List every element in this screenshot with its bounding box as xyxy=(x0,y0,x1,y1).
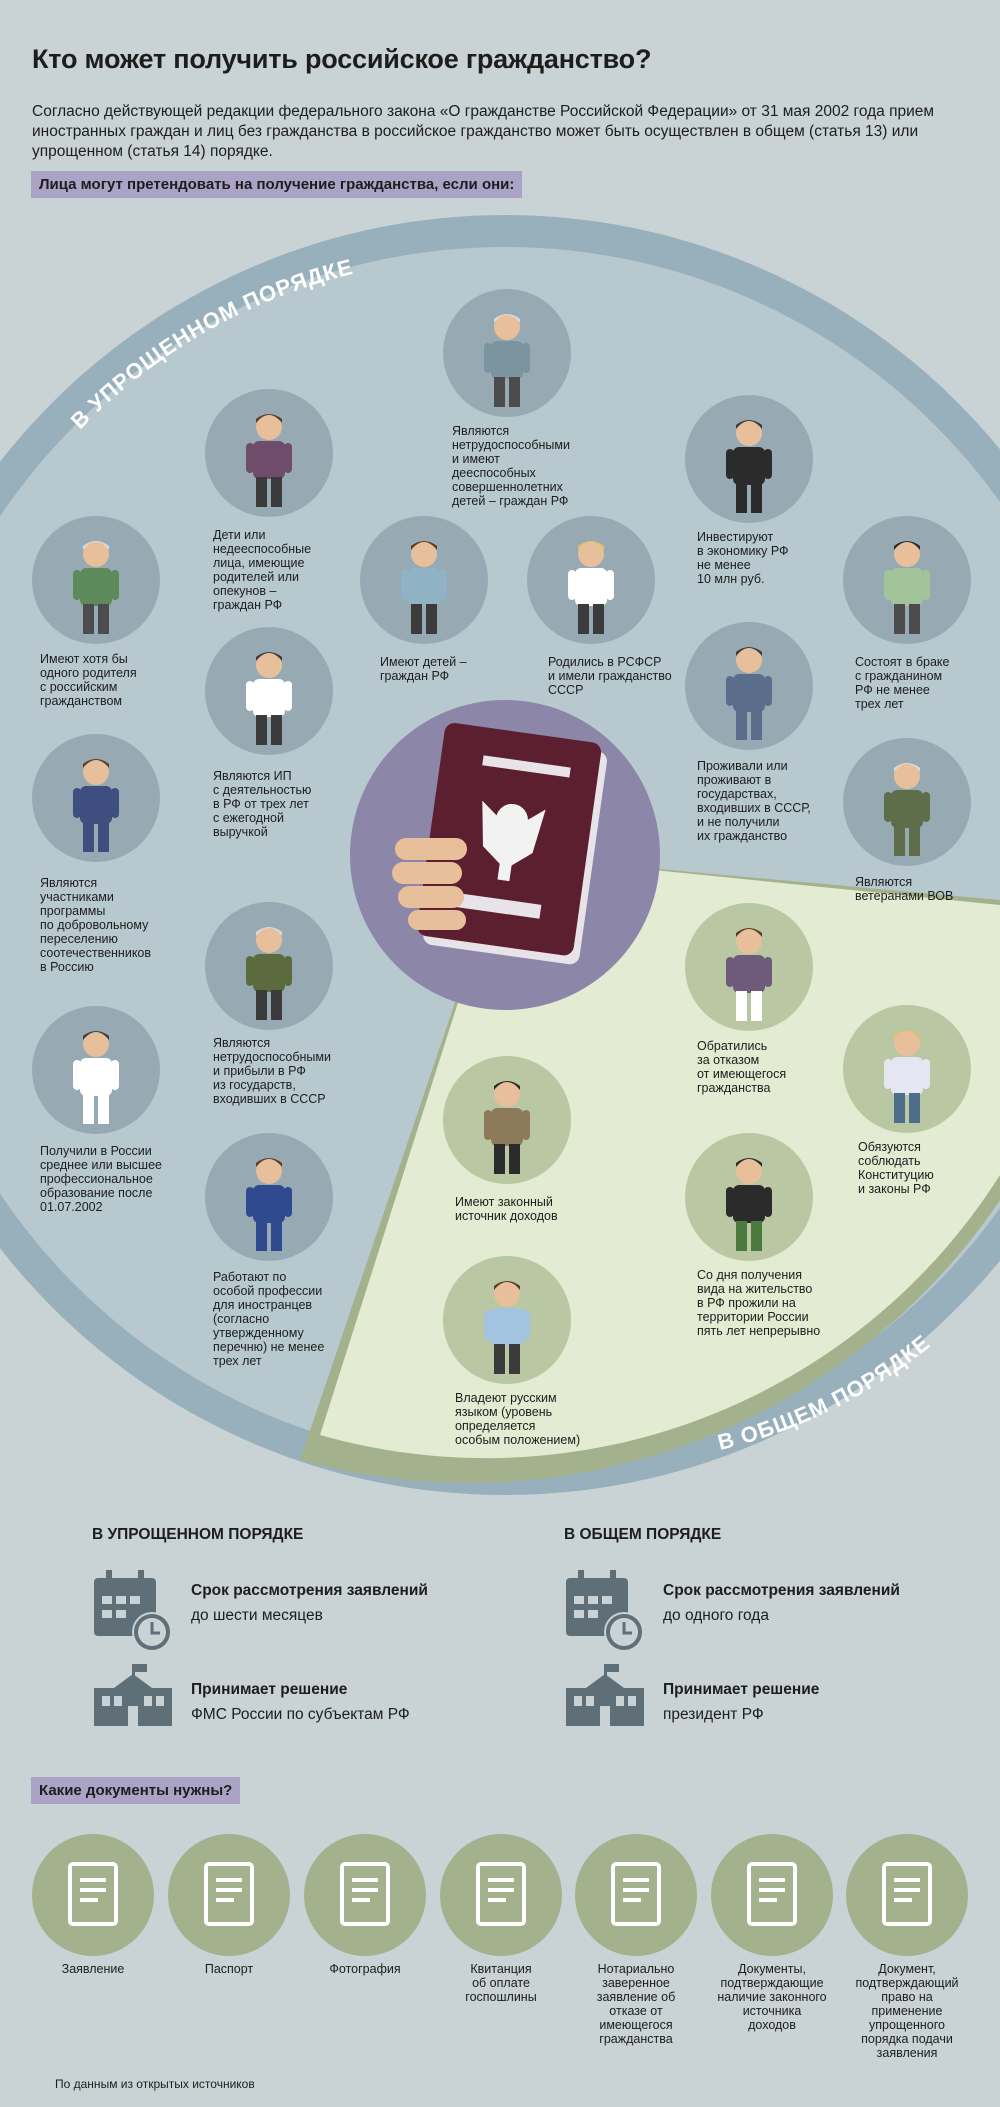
simplified-condition-caption: Дети или недееспособные лица, имеющие ро… xyxy=(213,528,312,612)
investor-icon xyxy=(685,395,813,523)
government-building-icon xyxy=(94,1664,172,1726)
pioneer-boy-icon xyxy=(527,516,655,644)
man-speaking-icon xyxy=(443,1256,571,1384)
veteran-icon xyxy=(843,738,971,866)
summary-simplified-term-value: до шести месяцев xyxy=(191,1607,323,1624)
summary-general-term-title: Срок рассмотрения заявлений xyxy=(663,1582,900,1599)
simplified-condition-caption: Состоят в браке с гражданином РФ не мене… xyxy=(855,655,950,711)
married-couple-icon xyxy=(843,516,971,644)
summary-general-heading: В ОБЩЕМ ПОРЯДКЕ xyxy=(564,1526,722,1543)
document-caption: Документ, подтверждающий право на примен… xyxy=(855,1962,959,2060)
man-with-globe-icon xyxy=(443,1056,571,1184)
woman-with-suitcase-icon xyxy=(32,734,160,862)
simplified-condition-caption: Являются нетрудоспособными и прибыли в Р… xyxy=(213,1036,331,1106)
document-caption: Квитанция об оплате госпошлины xyxy=(465,1962,537,2004)
general-condition-caption: Обратились за отказом от имеющегося граж… xyxy=(697,1039,787,1095)
simplified-condition-caption: Являются участниками программы по добров… xyxy=(40,876,152,974)
summary-simplified-decision-value: ФМС России по субъектам РФ xyxy=(191,1706,410,1723)
simplified-condition-caption: Имеют детей – граждан РФ xyxy=(380,655,467,683)
elder-with-passport-icon xyxy=(32,516,160,644)
mother-with-child-icon xyxy=(360,516,488,644)
document-caption: Паспорт xyxy=(204,1962,254,1976)
document-caption: Документы, подтверждающие наличие законн… xyxy=(717,1962,827,2032)
simplified-condition-caption: Родились в РСФСР и имели гражданство ССС… xyxy=(548,655,672,697)
general-condition-caption: Имеют законный источник доходов xyxy=(455,1195,558,1223)
calendar-clock-icon xyxy=(94,1570,172,1652)
general-condition-caption: Владеют русским языком (уровень определя… xyxy=(455,1391,581,1447)
checked-document-icon xyxy=(711,1834,833,1956)
passport-icon xyxy=(168,1834,290,1956)
intro-text: Согласно действующей редакции федерально… xyxy=(32,103,935,160)
application-form-icon xyxy=(32,1834,154,1956)
document-caption: Заявление xyxy=(61,1962,125,1976)
summary-simplified-heading: В УПРОЩЕННОМ ПОРЯДКЕ xyxy=(92,1526,304,1543)
document-caption: Фотография xyxy=(329,1962,401,1976)
elder-man-icon xyxy=(205,902,333,1030)
conditions-tag: Лица могут претендовать на получение гра… xyxy=(31,171,523,198)
worker-with-wrench-icon xyxy=(205,1133,333,1261)
simplified-condition-caption: Проживали или проживают в государствах, … xyxy=(697,759,811,843)
receipt-icon xyxy=(440,1834,562,1956)
document-caption: Нотариально заверенное заявление об отка… xyxy=(596,1962,676,2046)
simplified-condition-caption: Являются ветеранами ВОВ xyxy=(855,875,954,903)
general-condition-caption: Со дня получения вида на жительство в РФ… xyxy=(697,1268,821,1338)
man-with-passport-icon xyxy=(843,1005,971,1133)
girl-with-doll-icon xyxy=(205,389,333,517)
woman-in-dress-icon xyxy=(685,622,813,750)
summary-simplified-decision-title: Принимает решение xyxy=(191,1681,348,1698)
woman-with-document-icon xyxy=(685,903,813,1031)
elder-with-cane-icon xyxy=(443,289,571,417)
hand-icon xyxy=(392,838,467,930)
simplified-condition-caption: Являются нетрудоспособными и имеют деесп… xyxy=(452,424,570,508)
calendar-clock-icon xyxy=(566,1570,644,1652)
summary-simplified-term-title: Срок рассмотрения заявлений xyxy=(191,1582,428,1599)
stamp-icon xyxy=(575,1834,697,1956)
general-condition-caption: Обязуются соблюдать Конституцию и законы… xyxy=(858,1140,934,1196)
page-title: Кто может получить российское гражданств… xyxy=(32,44,652,74)
footer-source: По данным из открытых источников xyxy=(55,2077,255,2091)
simplified-condition-caption: Инвестируют в экономику РФ не менее 10 м… xyxy=(697,530,789,586)
chef-icon xyxy=(205,627,333,755)
certificate-icon xyxy=(846,1834,968,1956)
man-with-keys-icon xyxy=(685,1133,813,1261)
simplified-condition-caption: Являются ИП с деятельностью в РФ от трех… xyxy=(213,769,312,839)
simplified-condition-caption: Имеют хотя бы одного родителя с российск… xyxy=(40,652,137,708)
nurse-icon xyxy=(32,1006,160,1134)
government-building-icon xyxy=(566,1664,644,1726)
documents-tag: Какие документы нужны? xyxy=(31,1777,241,1804)
simplified-condition-caption: Работают по особой профессии для иностра… xyxy=(213,1270,325,1368)
photo-icon xyxy=(304,1834,426,1956)
summary-general-decision-value: президент РФ xyxy=(663,1706,764,1723)
summary-general-term-value: до одного года xyxy=(663,1607,769,1624)
summary-general-decision-title: Принимает решение xyxy=(663,1681,820,1698)
simplified-condition-caption: Получили в России среднее или высшее про… xyxy=(40,1144,162,1214)
